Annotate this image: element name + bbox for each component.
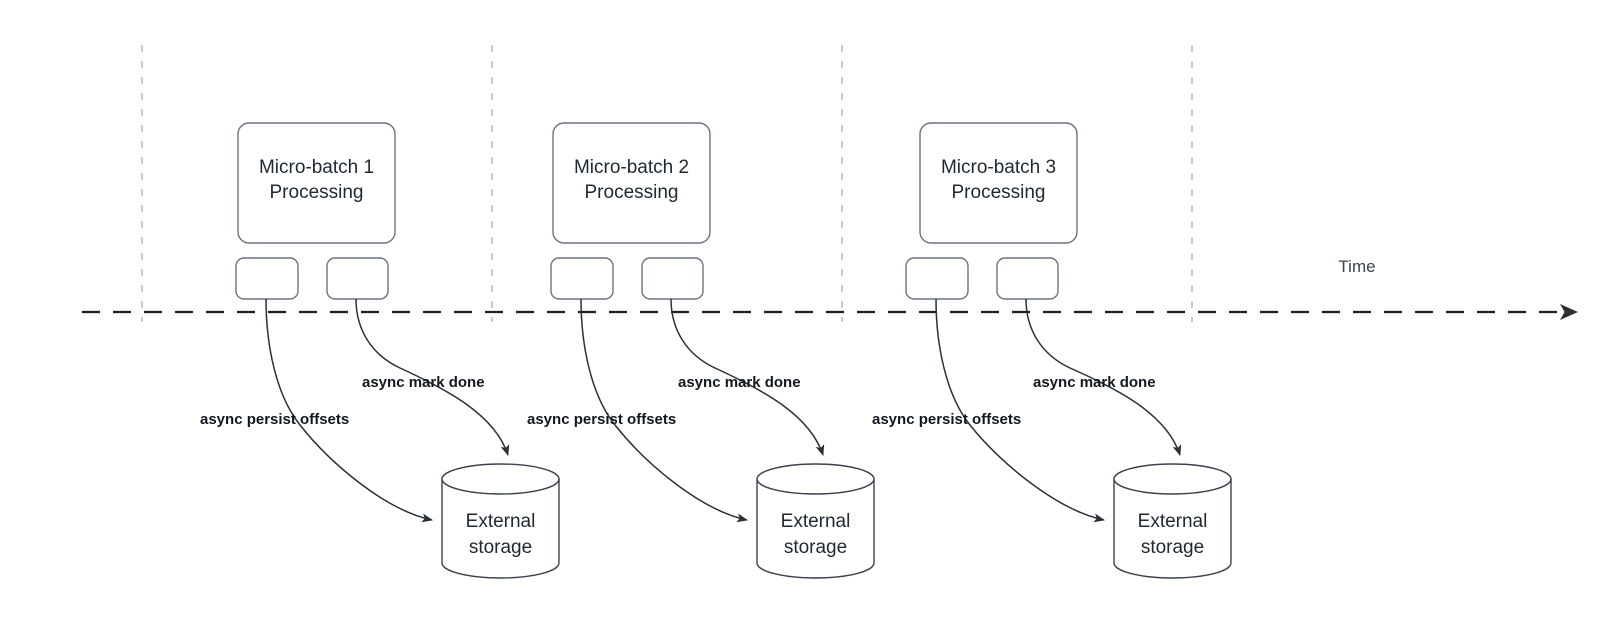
micro-batch-3-task-box-a[interactable]: [905, 257, 969, 300]
micro-batch-1-persist-offsets-arrow: [265, 298, 433, 523]
micro-batch-3-group: Micro-batch 3 Processing async persist o…: [872, 122, 1232, 579]
batch-divider-group: [141, 45, 1193, 322]
micro-batch-2-title-line1: Micro-batch 2: [574, 157, 689, 178]
micro-batch-3-mark-done-label: async mark done: [1033, 374, 1156, 391]
micro-batch-1-storage-line1: External: [466, 511, 536, 532]
micro-batch-1-title-line2: Processing: [270, 182, 364, 203]
micro-batch-1-process-box[interactable]: [237, 122, 396, 244]
micro-batch-1-title-line1: Micro-batch 1: [259, 157, 374, 178]
micro-batch-1-task-box-b[interactable]: [326, 257, 389, 300]
micro-batch-3-title-line2: Processing: [952, 182, 1046, 203]
micro-batch-2-group: Micro-batch 2 Processing async persist o…: [527, 122, 875, 579]
micro-batch-3-mark-done-arrow: [1025, 298, 1182, 456]
micro-batch-2-task-box-a[interactable]: [550, 257, 614, 300]
micro-batch-3-external-storage[interactable]: External storage: [1113, 463, 1232, 579]
micro-batch-1-mark-done-label: async mark done: [362, 374, 485, 391]
time-axis-label: Time: [1338, 257, 1375, 276]
micro-batch-2-title-line2: Processing: [585, 182, 679, 203]
micro-batch-1-persist-label: async persist offsets: [200, 411, 349, 428]
micro-batch-1-group: Micro-batch 1 Processing async persist o…: [200, 122, 560, 579]
micro-batch-3-task-box-b[interactable]: [996, 257, 1059, 300]
micro-batch-3-persist-label: async persist offsets: [872, 411, 1021, 428]
micro-batch-2-storage-line2: storage: [784, 537, 847, 558]
micro-batch-2-storage-line1: External: [781, 511, 851, 532]
micro-batch-1-task-box-a[interactable]: [235, 257, 299, 300]
micro-batch-3-title-line1: Micro-batch 3: [941, 157, 1056, 178]
micro-batch-3-persist-offsets-arrow: [935, 298, 1105, 523]
micro-batch-2-process-box[interactable]: [552, 122, 711, 244]
micro-batch-1-external-storage[interactable]: External storage: [441, 463, 560, 579]
micro-batch-1-mark-done-arrow: [355, 298, 510, 456]
micro-batch-2-persist-offsets-arrow: [580, 298, 748, 523]
micro-batch-2-task-box-b[interactable]: [641, 257, 704, 300]
micro-batch-3-storage-line1: External: [1138, 511, 1208, 532]
micro-batch-2-mark-done-arrow: [670, 298, 825, 456]
micro-batch-3-storage-line2: storage: [1141, 537, 1204, 558]
micro-batch-2-external-storage[interactable]: External storage: [756, 463, 875, 579]
micro-batch-3-process-box[interactable]: [919, 122, 1078, 244]
timeline-arrowhead-icon: [1560, 304, 1578, 320]
micro-batch-2-persist-label: async persist offsets: [527, 411, 676, 428]
micro-batch-1-storage-line2: storage: [469, 537, 532, 558]
micro-batch-2-mark-done-label: async mark done: [678, 374, 801, 391]
